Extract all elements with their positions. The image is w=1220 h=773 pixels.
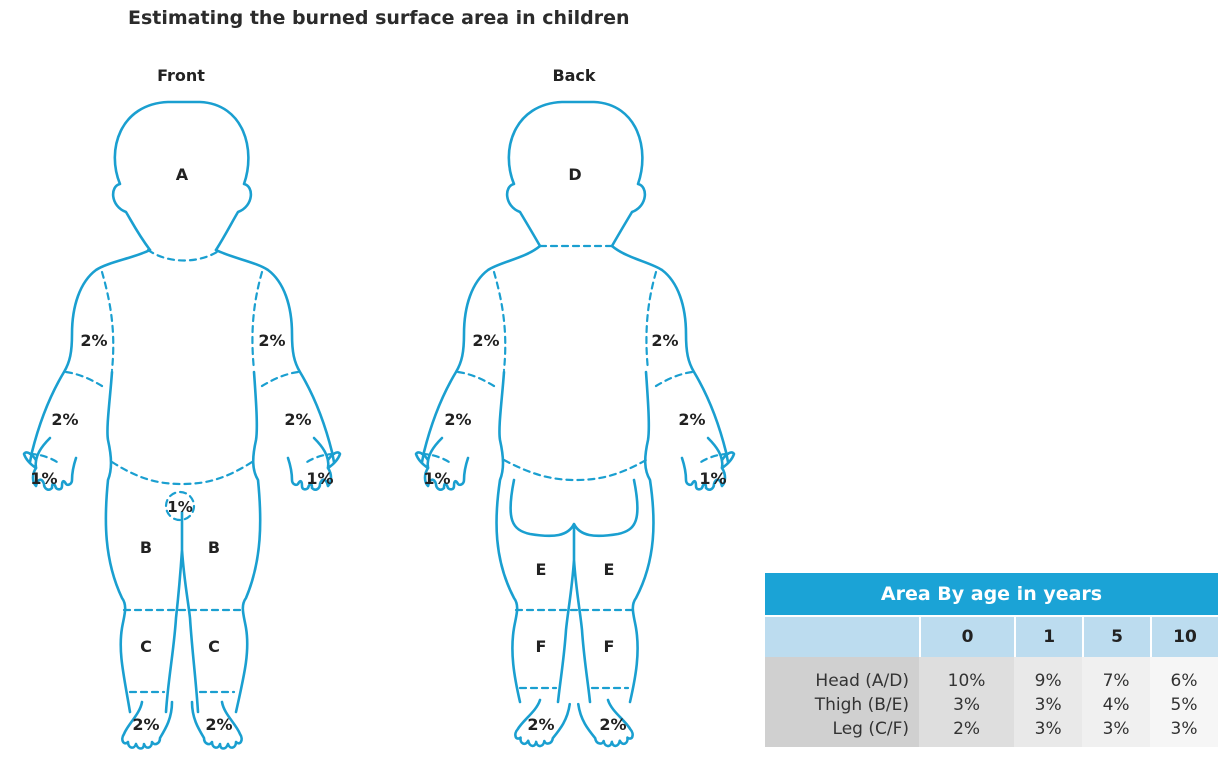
table-cell: 10% xyxy=(919,657,1014,693)
age-header-5: 5 xyxy=(1082,617,1150,657)
front-label-leg-left: C xyxy=(140,637,152,656)
table-cell: 6% xyxy=(1150,657,1218,693)
back-label-foot-right: 2% xyxy=(599,715,626,734)
front-label-leg-right: C xyxy=(208,637,220,656)
back-label-leg-left: F xyxy=(536,637,547,656)
back-figure: Back D 2% 2% 2% 2% 1% 1% E E F F 2% 2% xyxy=(416,66,734,750)
front-label-hand-right: 1% xyxy=(306,469,333,488)
table-cell: 3% xyxy=(1014,717,1082,747)
body-diagrams: Front A 2% 2% 2% 2% 1% 1% 1% B B C C xyxy=(0,0,760,773)
front-elbow-divider-left xyxy=(66,372,102,386)
age-table-title: Area By age in years xyxy=(765,573,1218,617)
front-label-thigh-right: B xyxy=(208,538,220,557)
back-label-hand-left: 1% xyxy=(423,469,450,488)
back-body-outline xyxy=(422,246,728,702)
front-label-foot-left: 2% xyxy=(132,715,159,734)
front-label-upper-arm-left: 2% xyxy=(80,331,107,350)
table-row: Leg (C/F) 2% 3% 3% 3% xyxy=(765,717,1218,747)
back-heading: Back xyxy=(552,66,595,85)
row-label: Leg (C/F) xyxy=(765,717,919,747)
front-label-head: A xyxy=(176,165,189,184)
front-body-outline xyxy=(30,250,334,712)
back-elbow-divider-left xyxy=(458,372,494,386)
front-label-foot-right: 2% xyxy=(205,715,232,734)
back-label-leg-right: F xyxy=(604,637,615,656)
front-figure: Front A 2% 2% 2% 2% 1% 1% 1% B B C C xyxy=(24,66,340,749)
front-label-hand-left: 1% xyxy=(30,469,57,488)
back-hip-divider xyxy=(504,460,646,480)
age-table-header-blank xyxy=(765,617,919,657)
back-label-hand-right: 1% xyxy=(699,469,726,488)
row-label: Head (A/D) xyxy=(765,657,919,693)
table-cell: 4% xyxy=(1082,693,1150,717)
front-label-upper-arm-right: 2% xyxy=(258,331,285,350)
back-label-upper-arm-right: 2% xyxy=(651,331,678,350)
front-heading: Front xyxy=(157,66,205,85)
front-elbow-divider-right xyxy=(262,372,298,386)
table-cell: 3% xyxy=(1014,693,1082,717)
table-row: Thigh (B/E) 3% 3% 4% 5% xyxy=(765,693,1218,717)
age-header-1: 1 xyxy=(1014,617,1082,657)
front-neck-divider xyxy=(148,250,220,261)
age-table-header-row: 0 1 5 10 xyxy=(765,617,1218,657)
table-cell: 9% xyxy=(1014,657,1082,693)
front-hip-divider xyxy=(112,462,252,484)
table-cell: 3% xyxy=(1150,717,1218,747)
front-shoulder-divider-right xyxy=(252,272,262,370)
back-label-forearm-left: 2% xyxy=(444,410,471,429)
table-cell: 3% xyxy=(919,693,1014,717)
back-shoulder-divider-right xyxy=(646,272,656,370)
back-label-foot-left: 2% xyxy=(527,715,554,734)
back-label-thigh-left: E xyxy=(536,560,547,579)
back-label-thigh-right: E xyxy=(604,560,615,579)
table-cell: 7% xyxy=(1082,657,1150,693)
back-label-forearm-right: 2% xyxy=(678,410,705,429)
front-label-genital: 1% xyxy=(167,498,192,516)
back-label-head: D xyxy=(568,165,581,184)
table-cell: 3% xyxy=(1082,717,1150,747)
front-label-forearm-right: 2% xyxy=(284,410,311,429)
table-row: Head (A/D) 10% 9% 7% 6% xyxy=(765,657,1218,693)
table-cell: 2% xyxy=(919,717,1014,747)
age-header-0: 0 xyxy=(919,617,1014,657)
front-label-thigh-left: B xyxy=(140,538,152,557)
table-cell: 5% xyxy=(1150,693,1218,717)
row-label: Thigh (B/E) xyxy=(765,693,919,717)
front-shoulder-divider-left xyxy=(102,272,113,370)
back-shoulder-divider-left xyxy=(494,272,505,370)
back-elbow-divider-right xyxy=(656,372,692,386)
front-label-forearm-left: 2% xyxy=(51,410,78,429)
back-label-upper-arm-left: 2% xyxy=(472,331,499,350)
age-table: Area By age in years 0 1 5 10 Head (A/D)… xyxy=(765,573,1218,747)
age-header-10: 10 xyxy=(1150,617,1218,657)
